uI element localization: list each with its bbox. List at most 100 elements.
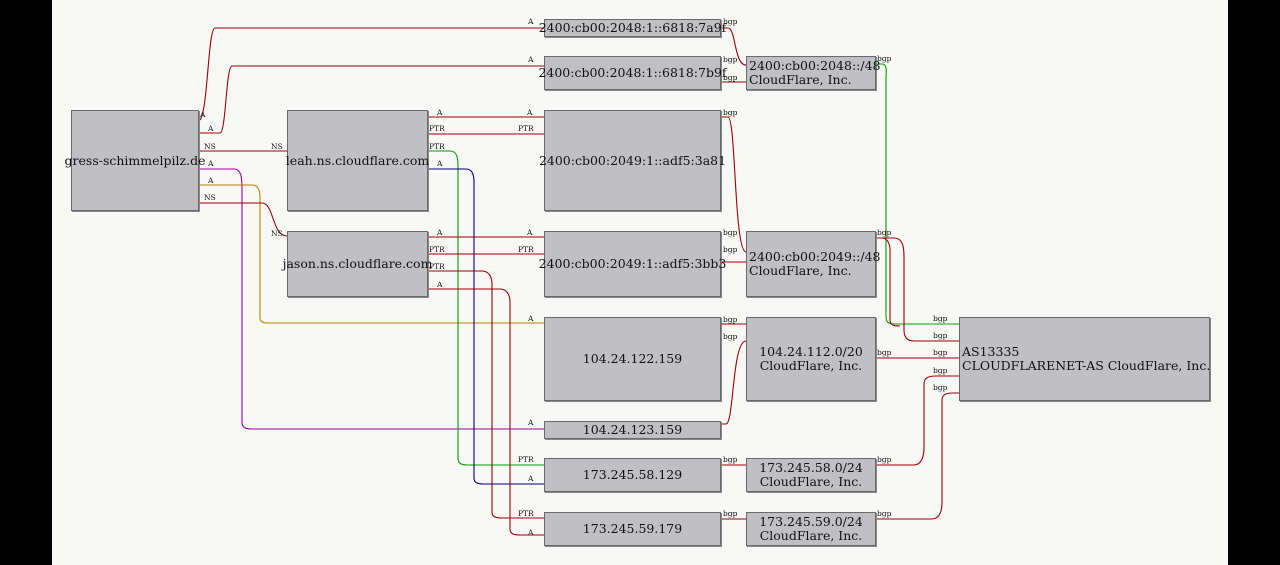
edge-domain-ip6-7a9f [199, 27, 544, 121]
label-a: A [207, 159, 214, 168]
node-prefix-58[interactable]: 173.245.58.0/24 CloudFlare, Inc. [746, 458, 876, 492]
node-ip6-7a9f[interactable]: 2400:cb00:2048:1::6818:7a9f [539, 19, 726, 37]
edge-7a9f-pfx2048 [721, 27, 747, 66]
node-label-line1: 173.245.58.0/24 [759, 460, 863, 475]
label-ptr: PTR [429, 142, 445, 151]
label-bgp: bgp [933, 331, 948, 340]
node-label: 2400:cb00:2049:1::adf5:3a81 [538, 152, 727, 168]
label-ns: NS [271, 142, 283, 151]
node-label: 2400:cb00:2048:1::6818:7a9f [538, 20, 727, 35]
label-bgp: bgp [933, 383, 948, 392]
label-a: A [436, 108, 443, 117]
label-bgp: bgp [877, 54, 892, 63]
node-ip6-3a81[interactable]: 2400:cb00:2049:1::adf5:3a81 [539, 110, 726, 211]
label-a: A [436, 280, 443, 289]
node-label-line1: 2400:cb00:2049::/48 [749, 249, 881, 264]
node-label-line1: 173.245.59.0/24 [759, 514, 863, 529]
edge-domain-ip4-122 [200, 184, 544, 324]
label-a: A [526, 108, 533, 117]
node-ip6-7b9f[interactable]: 2400:cb00:2048:1::6818:7b9f [538, 56, 727, 90]
label-ptr: PTR [429, 245, 445, 254]
node-label-line2: CloudFlare, Inc. [749, 263, 852, 278]
node-domain[interactable]: gress-schimmelpilz.de [65, 110, 205, 211]
label-ns: NS [204, 142, 216, 151]
label-bgp: bgp [723, 108, 738, 117]
node-label-line1: 2400:cb00:2048::/48 [749, 58, 881, 73]
node-ip4-58[interactable]: 173.245.58.129 [544, 458, 721, 492]
edge-jason-ip4-59-a [429, 288, 544, 536]
label-a: A [527, 55, 534, 64]
label-a: A [527, 17, 534, 26]
edge-pfx58-asn [876, 375, 959, 466]
edge-pfx2049-asn-1 [876, 237, 959, 342]
node-label: gress-schimmelpilz.de [64, 152, 206, 168]
label-a: A [527, 528, 534, 537]
label-a: A [207, 176, 214, 185]
diagram-canvas: A A A A NS NS A A NS NS A A PTR PTR PTR … [52, 0, 1228, 565]
label-a: A [527, 418, 534, 427]
node-label-line1: 104.24.112.0/20 [759, 344, 863, 359]
label-bgp: bgp [723, 332, 738, 341]
edge-layer: A A A A NS NS A A NS NS A A PTR PTR PTR … [199, 17, 959, 537]
node-prefix-104[interactable]: 104.24.112.0/20 CloudFlare, Inc. [746, 317, 876, 401]
node-label: 2400:cb00:2049:1::adf5:3bb3 [538, 256, 727, 271]
edge-leah-ip4-58-a [429, 168, 544, 485]
node-label: 2400:cb00:2048:1::6818:7b9f [538, 65, 727, 80]
node-ip4-122[interactable]: 104.24.122.159 [544, 317, 721, 401]
node-label-line2: CloudFlare, Inc. [759, 474, 863, 489]
label-ptr: PTR [429, 124, 445, 133]
label-a: A [207, 124, 214, 133]
label-bgp: bgp [933, 366, 948, 375]
label-bgp: bgp [877, 228, 892, 237]
edge-domain-ip6-7b9f [200, 65, 544, 134]
label-bgp: bgp [723, 315, 738, 324]
label-ptr: PTR [429, 262, 445, 271]
node-ip4-59[interactable]: 173.245.59.179 [544, 512, 721, 546]
node-label-line1: AS13335 [962, 344, 1020, 359]
label-bgp: bgp [723, 455, 738, 464]
label-a: A [527, 474, 534, 483]
node-label: 104.24.123.159 [582, 422, 683, 437]
node-label-line2: CloudFlare, Inc. [749, 72, 852, 87]
label-ptr: PTR [518, 455, 534, 464]
label-ns: NS [271, 229, 283, 238]
label-a: A [199, 110, 206, 119]
node-ip4-123[interactable]: 104.24.123.159 [544, 421, 721, 439]
node-ip6-3bb3[interactable]: 2400:cb00:2049:1::adf5:3bb3 [539, 231, 726, 297]
node-label-line2: CLOUDFLARENET-AS CloudFlare, Inc. [962, 358, 1211, 373]
label-a: A [436, 159, 443, 168]
label-a: A [436, 228, 443, 237]
node-prefix-2048[interactable]: 2400:cb00:2048::/48 CloudFlare, Inc. [746, 56, 881, 90]
edge-pfx59-asn [876, 392, 959, 520]
label-ptr: PTR [518, 245, 534, 254]
node-asn[interactable]: AS13335 CLOUDFLARENET-AS CloudFlare, Inc… [959, 317, 1210, 401]
node-label-line2: CloudFlare, Inc. [759, 528, 863, 543]
node-prefix-2049[interactable]: 2400:cb00:2049::/48 CloudFlare, Inc. [746, 231, 881, 297]
edge-pfx2049-asn-2 [876, 237, 901, 327]
label-bgp: bgp [877, 348, 892, 357]
node-label: 173.245.58.129 [582, 467, 683, 482]
node-ns-jason[interactable]: jason.ns.cloudflare.com [283, 231, 432, 297]
label-ptr: PTR [518, 509, 534, 518]
edge-leah-ip4-58-ptr [429, 150, 544, 466]
label-bgp: bgp [933, 348, 948, 357]
label-bgp: bgp [933, 314, 948, 323]
label-a: A [527, 314, 534, 323]
edge-3a81-pfx2049 [721, 116, 747, 253]
label-bgp: bgp [723, 509, 738, 518]
label-bgp: bgp [877, 455, 892, 464]
edge-jason-ip4-59-ptr [429, 270, 544, 519]
node-prefix-59[interactable]: 173.245.59.0/24 CloudFlare, Inc. [746, 512, 876, 546]
label-bgp: bgp [723, 55, 738, 64]
node-label: 104.24.122.159 [582, 351, 683, 366]
label-ns: NS [204, 193, 216, 202]
node-label: 173.245.59.179 [582, 521, 683, 536]
label-ptr: PTR [518, 124, 534, 133]
edge-123-pfx104 [721, 340, 747, 425]
node-ns-leah[interactable]: leah.ns.cloudflare.com [285, 110, 430, 211]
node-label: jason.ns.cloudflare.com [282, 256, 433, 271]
label-bgp: bgp [723, 17, 738, 26]
label-a: A [526, 228, 533, 237]
edge-domain-jason [200, 202, 288, 237]
node-label: leah.ns.cloudflare.com [285, 152, 430, 168]
